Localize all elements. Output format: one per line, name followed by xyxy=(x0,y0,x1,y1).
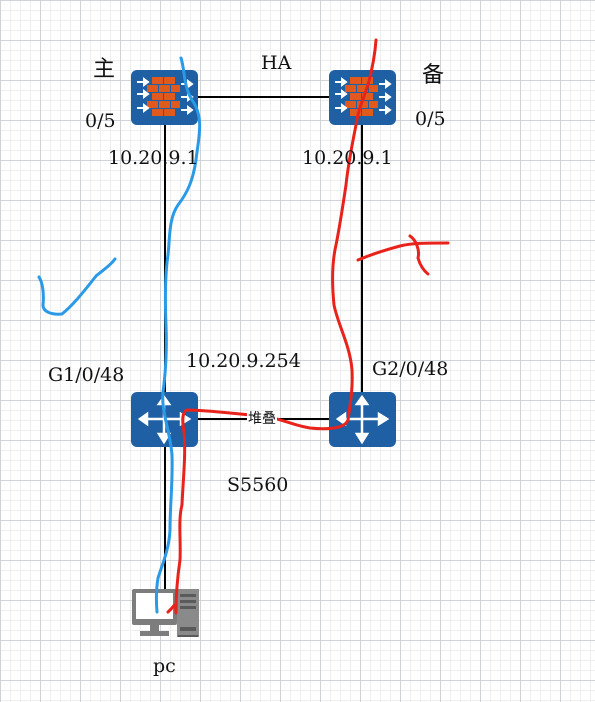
annotations xyxy=(37,38,450,615)
fw-backup-port-label: 0/5 xyxy=(415,108,446,130)
blue-path-annotation xyxy=(154,56,202,614)
gateway-ip-label: 10.20.9.254 xyxy=(186,350,301,372)
switch-2 xyxy=(329,392,396,447)
pc-label: pc xyxy=(153,655,176,677)
primary-label: 主 xyxy=(93,57,116,82)
firewall-primary xyxy=(131,70,198,125)
switch-arrows xyxy=(335,394,390,445)
switch2-port-label: G2/0/48 xyxy=(372,358,449,380)
ha-label: HA xyxy=(261,52,292,74)
pc-icon xyxy=(132,589,199,637)
stack-label: 堆叠 xyxy=(247,411,277,427)
switch-model-label: S5560 xyxy=(227,474,289,496)
fw-backup-ip-label: 10.20.9.1 xyxy=(302,147,393,169)
pc xyxy=(132,589,199,637)
red-path-annotation xyxy=(166,38,378,615)
blue-check-annotation xyxy=(37,257,117,316)
backup-label: 备 xyxy=(422,63,445,88)
fw-primary-ip-label: 10.20.9.1 xyxy=(108,147,199,169)
firewall-brick-wall xyxy=(147,77,180,116)
switch1-port-label: G1/0/48 xyxy=(48,364,125,386)
fw-primary-port-label: 0/5 xyxy=(85,110,116,132)
red-branch-annotation xyxy=(356,234,450,276)
